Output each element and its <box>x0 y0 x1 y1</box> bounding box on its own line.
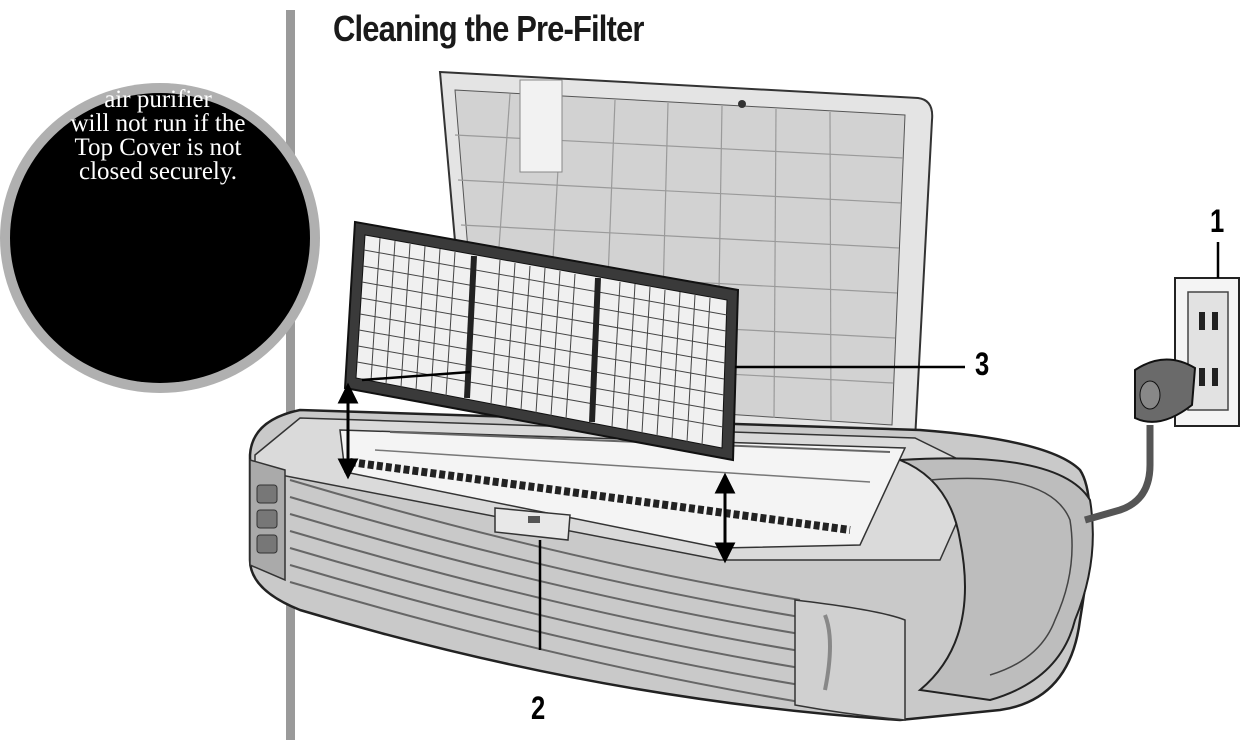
lift-arrow-left <box>337 382 359 480</box>
note-line-4: Top Cover is not <box>74 134 242 161</box>
note-line-3: will not run if the <box>70 110 246 137</box>
callout-2: 2 <box>531 690 546 726</box>
callout-3: 3 <box>975 346 990 382</box>
page-title: Cleaning the Pre-Filter <box>333 8 644 49</box>
note-line-1: The <box>138 62 178 89</box>
note-line-2: air purifier <box>104 86 212 113</box>
pre-filter <box>343 220 740 462</box>
purifier-body <box>248 408 1094 722</box>
note-badge-inner <box>10 93 310 383</box>
wall-outlet <box>1174 277 1240 427</box>
callout-1: 1 <box>1210 203 1225 239</box>
power-plug <box>1084 358 1197 524</box>
lift-arrow-right <box>714 472 736 564</box>
vertical-divider <box>286 10 295 740</box>
note-text: The air purifier will not run if the Top… <box>40 62 276 185</box>
note-badge <box>0 83 320 393</box>
note-line-5: closed securely. <box>78 158 238 185</box>
callout-leaders <box>361 242 1220 650</box>
